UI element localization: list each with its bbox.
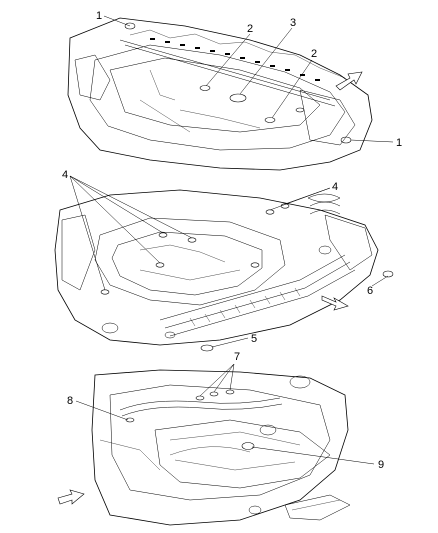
middle-panel-trunk-floor (54, 189, 394, 352)
callout-5: 5 (251, 333, 257, 345)
callout-2-top-b: 2 (311, 48, 317, 60)
front-direction-arrow-icon-middle (321, 295, 349, 311)
callout-4-mid-right: 4 (332, 181, 338, 193)
callout-8: 8 (67, 395, 73, 407)
callout-3-top: 3 (290, 17, 296, 29)
callout-7: 7 (234, 351, 240, 363)
top-callouts: 1 2 3 2 1 (96, 10, 402, 149)
callout-2-top-a: 2 (247, 23, 253, 35)
callout-1-top-right: 1 (396, 137, 402, 149)
front-direction-arrow-icon-bottom (57, 489, 85, 505)
middle-callouts: 4 4 6 5 (62, 169, 389, 348)
callout-6: 6 (367, 285, 373, 297)
bottom-panel-underbody (91, 369, 351, 526)
callout-4-mid-left: 4 (62, 169, 68, 181)
top-panel-floor-pan (67, 17, 373, 171)
callout-9: 9 (378, 459, 384, 471)
callout-1-top-left: 1 (96, 10, 102, 22)
bottom-callouts: 7 8 9 (67, 351, 384, 471)
front-direction-arrow-icon (335, 71, 363, 91)
